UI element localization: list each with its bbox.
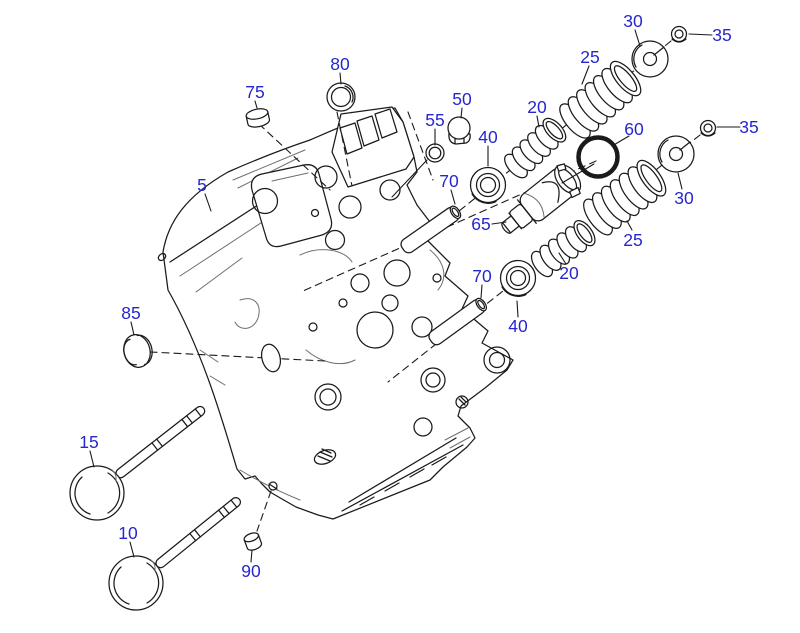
part-label-10[interactable]: 10 bbox=[118, 523, 138, 543]
part-label-70-lower[interactable]: 70 bbox=[472, 266, 492, 286]
screw-plug bbox=[447, 116, 471, 145]
dowel-sleeve bbox=[243, 532, 263, 551]
callouts: 30 35 25 80 75 50 20 55 35 60 40 5 70 30… bbox=[79, 11, 758, 581]
cup-plug-bore bbox=[260, 343, 282, 373]
part-label-35-lower[interactable]: 35 bbox=[739, 117, 758, 137]
part-label-30-lower[interactable]: 30 bbox=[674, 188, 694, 208]
part-label-75[interactable]: 75 bbox=[245, 82, 264, 102]
sealing-ring bbox=[326, 82, 356, 112]
part-label-30-upper[interactable]: 30 bbox=[623, 11, 643, 31]
cup-plug-side bbox=[123, 334, 153, 368]
part-label-15[interactable]: 15 bbox=[79, 432, 98, 452]
part-label-90[interactable]: 90 bbox=[241, 561, 261, 581]
guide-sleeve-lower bbox=[428, 297, 488, 346]
part-label-40-lower[interactable]: 40 bbox=[508, 316, 528, 336]
part-label-80[interactable]: 80 bbox=[330, 54, 350, 74]
part-label-5[interactable]: 5 bbox=[197, 175, 207, 195]
part-label-55[interactable]: 55 bbox=[425, 110, 444, 130]
part-label-40-upper[interactable]: 40 bbox=[478, 127, 498, 147]
part-label-35-upper[interactable]: 35 bbox=[712, 25, 731, 45]
part-label-20-lower[interactable]: 20 bbox=[559, 263, 579, 283]
o-ring bbox=[576, 135, 620, 179]
part-label-20-upper[interactable]: 20 bbox=[527, 97, 547, 117]
part-label-50[interactable]: 50 bbox=[452, 89, 472, 109]
cylinder-head-body bbox=[157, 106, 514, 520]
leader-lines bbox=[89, 29, 741, 563]
seal-washer-line bbox=[391, 159, 428, 198]
intake-valve bbox=[69, 405, 206, 521]
exhaust-valve bbox=[108, 496, 242, 611]
part-label-60[interactable]: 60 bbox=[624, 119, 644, 139]
tappet-axis-tick bbox=[561, 163, 595, 184]
valve-spring-retainer-upper bbox=[631, 40, 669, 78]
cap-plug bbox=[245, 108, 271, 128]
valve-keeper-lower bbox=[699, 119, 717, 137]
seal-washer bbox=[425, 143, 445, 163]
part-label-25-upper[interactable]: 25 bbox=[580, 47, 599, 67]
valve-spring-retainer-lower bbox=[657, 135, 695, 173]
valve-stem-seal-upper bbox=[469, 166, 507, 204]
guide-sleeve-upper bbox=[400, 205, 462, 254]
part-label-65[interactable]: 65 bbox=[471, 214, 490, 234]
part-label-85[interactable]: 85 bbox=[121, 303, 140, 323]
valve-keeper-upper bbox=[670, 25, 688, 43]
valve-stem-seal-lower bbox=[499, 259, 537, 297]
part-label-25-lower[interactable]: 25 bbox=[623, 230, 642, 250]
part-label-70-upper[interactable]: 70 bbox=[439, 171, 459, 191]
